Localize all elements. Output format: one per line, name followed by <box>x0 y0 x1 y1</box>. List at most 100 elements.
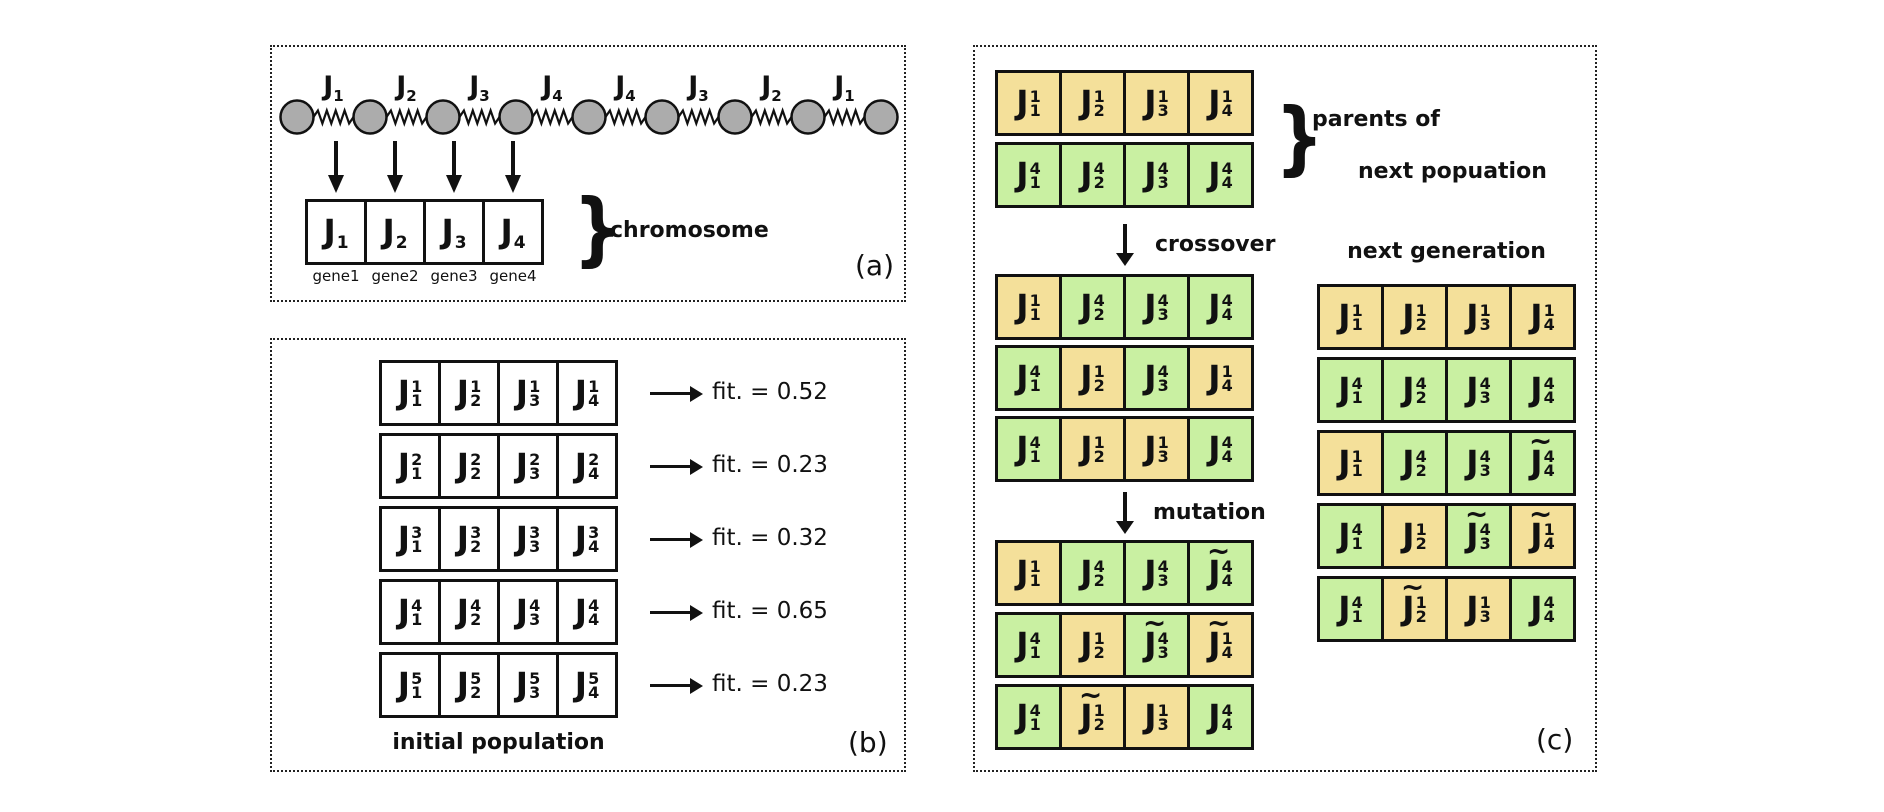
spring-label: J4 <box>613 71 635 105</box>
fitness-arrow-icon <box>650 684 692 687</box>
brace-icon: } <box>573 182 622 275</box>
crossover-caption: crossover <box>1155 232 1276 257</box>
down-arrow-head-icon <box>446 175 462 193</box>
panel-c-label: (c) <box>1536 723 1574 756</box>
mass-circle <box>790 99 826 135</box>
down-arrow-head-icon <box>328 175 344 193</box>
mass-circle <box>644 99 680 135</box>
mass-circle <box>571 99 607 135</box>
down-arrow-head-icon <box>387 175 403 193</box>
spring-label: J3 <box>686 71 708 105</box>
spring-icon <box>458 107 501 127</box>
brace-icon: } <box>1275 91 1324 184</box>
tilde-mark: ~ <box>1078 678 1103 711</box>
spring-label: J2 <box>759 71 781 105</box>
fitness-value: fit. = 0.23 <box>712 671 828 697</box>
fitness-value: fit. = 0.65 <box>712 598 828 624</box>
tilde-mark: ~ <box>1400 570 1425 603</box>
panel-b-label: (b) <box>848 726 888 759</box>
fitness-value: fit. = 0.23 <box>712 452 828 478</box>
gene-caption: gene2 <box>371 267 419 285</box>
